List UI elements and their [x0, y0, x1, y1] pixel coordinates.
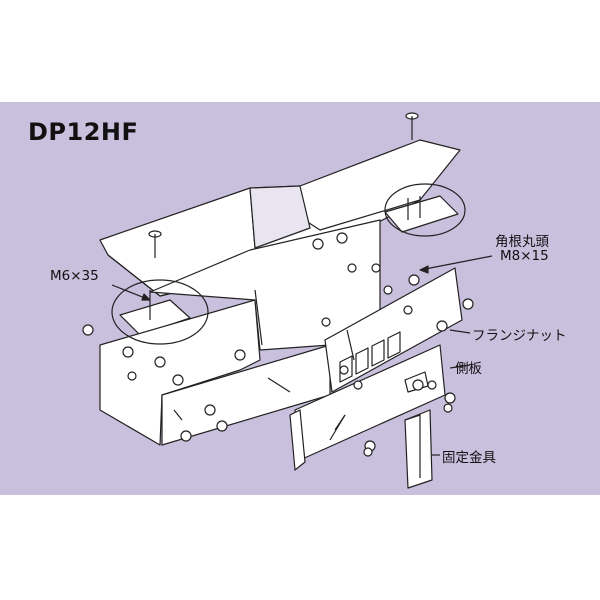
- label-bolt-left: M6×35: [50, 268, 99, 284]
- leader-lines: [111, 255, 493, 456]
- label-side-plate: 側板: [455, 361, 482, 377]
- label-bolt-head-line1: 角根丸頭: [495, 234, 549, 250]
- lid-hinge-bracket-right: [384, 195, 459, 233]
- fixing-bracket: [404, 409, 433, 489]
- detail-circle-left: [111, 279, 209, 345]
- bolts-and-nuts: [82, 232, 474, 457]
- label-bolt-head-line2: M8×15: [500, 248, 549, 264]
- side-plate-right: [324, 267, 463, 393]
- lid-wing-bolt-right: [405, 112, 419, 140]
- slots: [173, 329, 355, 421]
- detail-circle-right: [384, 183, 466, 237]
- label-fixing-bracket: 固定金具: [442, 450, 496, 466]
- model-title: DP12HF: [28, 118, 139, 146]
- lid-hinge-bracket-left: [119, 290, 191, 336]
- lid-wing-bolt-left: [148, 230, 162, 258]
- label-flange-nut: フランジナット: [472, 328, 567, 344]
